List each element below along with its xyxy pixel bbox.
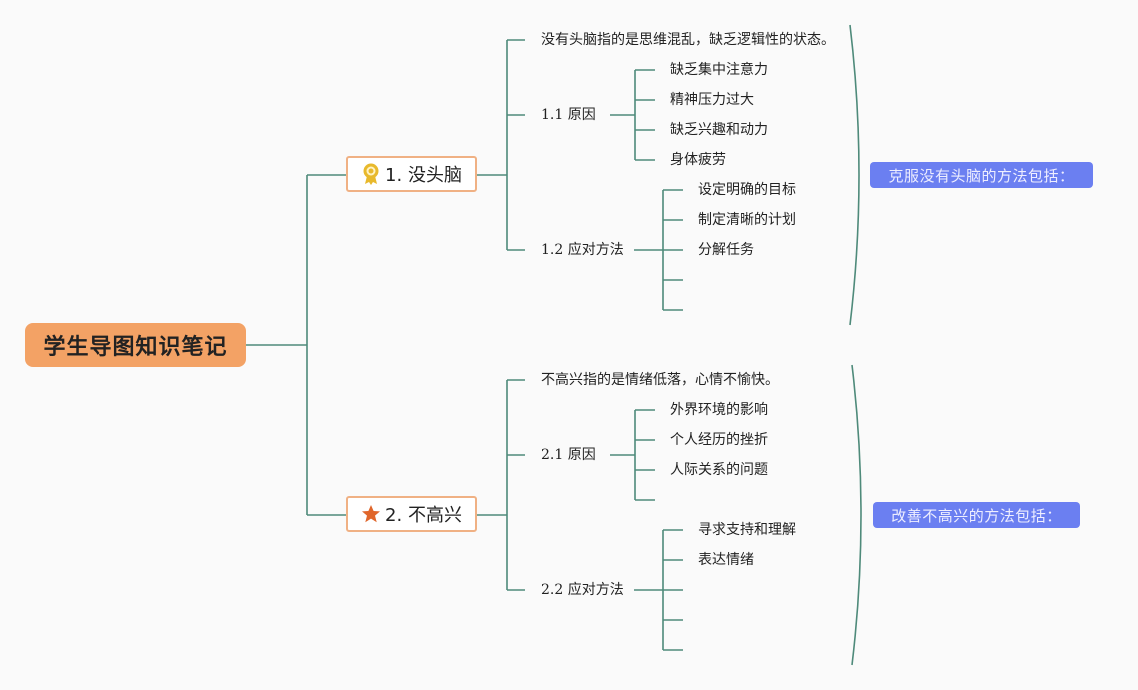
solution-item: 制定清晰的计划 bbox=[698, 212, 796, 228]
solution-item: 设定明确的目标 bbox=[698, 182, 796, 198]
solution1-connector bbox=[634, 189, 683, 311]
cause-item: 缺乏兴趣和动力 bbox=[670, 122, 768, 138]
ribbon-badge-icon bbox=[361, 163, 381, 185]
solution-item: 表达情绪 bbox=[698, 552, 754, 568]
cause-item: 缺乏集中注意力 bbox=[670, 62, 768, 78]
cause1-connector bbox=[610, 69, 655, 161]
branch-label: 1. 没头脑 bbox=[385, 165, 462, 186]
cause-item: 精神压力过大 bbox=[670, 92, 754, 108]
solution-item: 寻求支持和理解 bbox=[698, 522, 796, 538]
cause2-connector bbox=[610, 409, 655, 501]
cause-heading[interactable]: 2.1 原因 bbox=[541, 447, 596, 463]
cause-item: 身体疲劳 bbox=[670, 152, 726, 168]
cause-item: 个人经历的挫折 bbox=[670, 432, 768, 448]
cause-item: 外界环境的影响 bbox=[670, 402, 768, 418]
definition-text: 没有头脑指的是思维混乱，缺乏逻辑性的状态。 bbox=[541, 32, 835, 48]
solution-item: 分解任务 bbox=[698, 242, 754, 258]
summary-bracket-1 bbox=[849, 24, 860, 326]
branch2-connector bbox=[477, 379, 525, 591]
branch-topic-1[interactable]: 1. 没头脑 bbox=[346, 156, 477, 192]
branch-topic-2[interactable]: 2. 不高兴 bbox=[346, 496, 477, 532]
solution-heading[interactable]: 1.2 应对方法 bbox=[541, 242, 624, 258]
cause-item: 人际关系的问题 bbox=[670, 462, 768, 478]
summary-note-2[interactable]: 改善不高兴的方法包括： bbox=[873, 502, 1080, 528]
cause-heading[interactable]: 1.1 原因 bbox=[541, 107, 596, 123]
solution-heading[interactable]: 2.2 应对方法 bbox=[541, 582, 624, 598]
root-connector bbox=[246, 174, 346, 516]
summary-bracket-2 bbox=[851, 364, 862, 666]
root-topic[interactable]: 学生导图知识笔记 bbox=[25, 323, 246, 367]
summary-note-1[interactable]: 克服没有头脑的方法包括： bbox=[870, 162, 1093, 188]
branch1-connector bbox=[477, 39, 525, 251]
star-icon bbox=[361, 504, 381, 524]
definition-text: 不高兴指的是情绪低落，心情不愉快。 bbox=[541, 372, 779, 388]
solution2-connector bbox=[634, 529, 683, 651]
branch-label: 2. 不高兴 bbox=[385, 505, 462, 526]
